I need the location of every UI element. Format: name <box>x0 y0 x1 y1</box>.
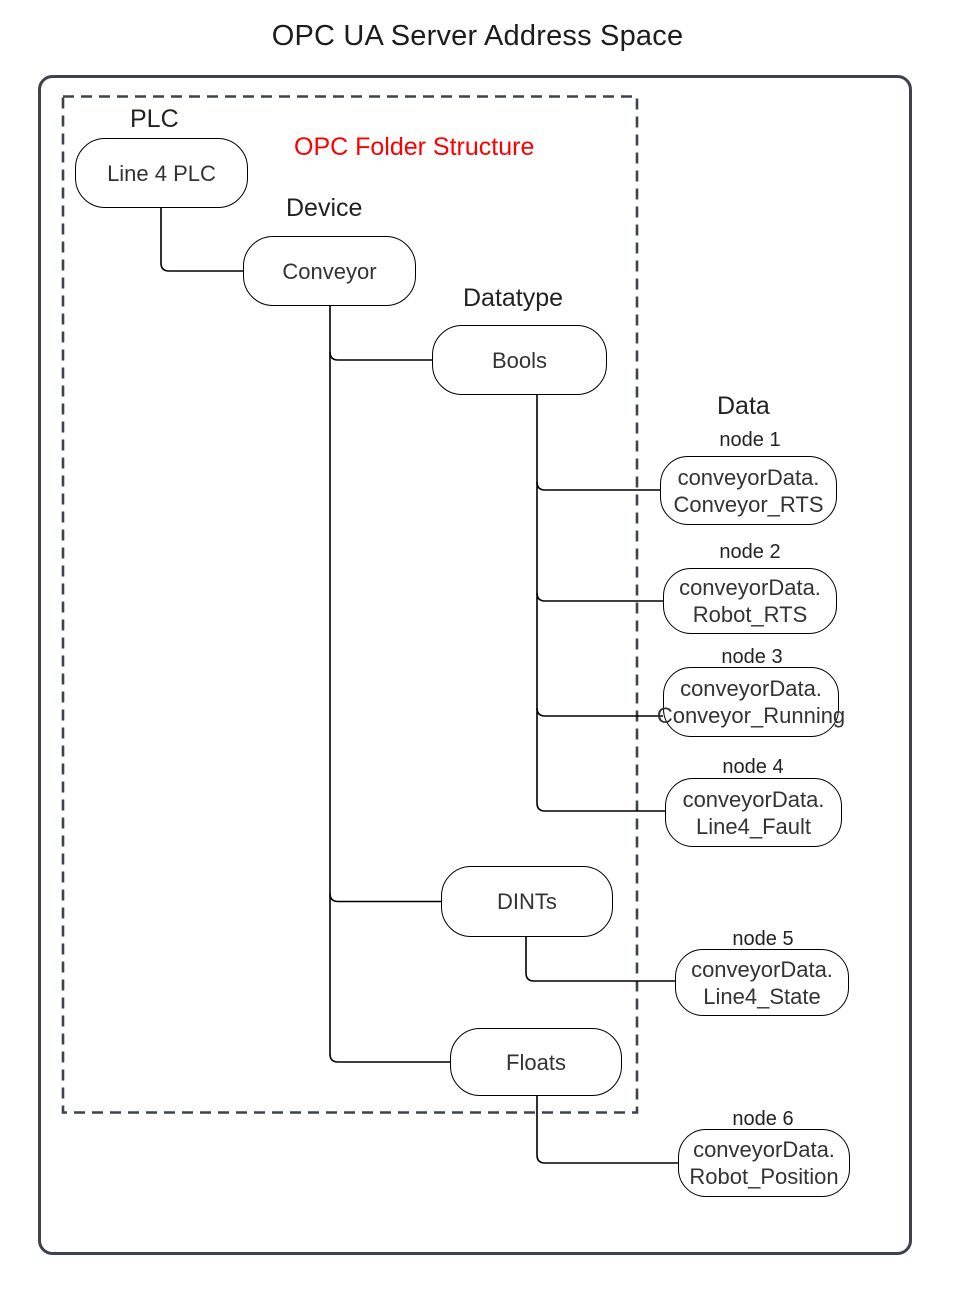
node-caption-3: node 3 <box>721 646 783 668</box>
node-text-line2: Conveyor_RTS <box>673 491 824 517</box>
data-node-3: conveyorData. Conveyor_Running <box>657 667 845 737</box>
node-text-line2: Conveyor_Running <box>656 703 846 728</box>
column-header-data: Data <box>717 392 770 420</box>
node-text-line2: Robot_Position <box>689 1164 839 1189</box>
folder-node-label: DINTs <box>497 889 557 914</box>
connector-bools-to-node1 <box>536 481 660 491</box>
column-header-device: Device <box>286 194 363 222</box>
folder-node-label: Floats <box>506 1049 566 1075</box>
node-caption-1: node 1 <box>719 429 781 451</box>
outer-frame <box>38 75 912 1255</box>
connector-dints-to-node5 <box>525 937 675 982</box>
connector-plc-to-conveyor <box>160 208 243 272</box>
connector-bools-trunk-to-node4 <box>536 394 665 812</box>
folder-node-conveyor: Conveyor <box>243 236 416 306</box>
folder-node-label: Conveyor <box>282 258 377 284</box>
diagram-title: OPC UA Server Address Space <box>271 20 684 52</box>
data-node-6: conveyorData. Robot_Position <box>678 1129 850 1197</box>
data-node-5: conveyorData. Line4_State <box>675 949 849 1016</box>
node-text-line2: Robot_RTS <box>692 602 808 627</box>
folder-node-dints: DINTs <box>441 866 613 937</box>
node-caption-4: node 4 <box>722 756 784 778</box>
connector-floats-to-node6 <box>536 1096 678 1164</box>
node-text-line1: conveyorData. <box>682 786 825 812</box>
folder-node-floats: Floats <box>450 1028 622 1096</box>
node-text-line1: conveyorData. <box>693 1137 835 1162</box>
node-caption-6: node 6 <box>732 1108 794 1130</box>
connector-conveyor-to-bools <box>329 351 432 361</box>
folder-node-label: Line 4 PLC <box>107 160 216 186</box>
data-node-1: conveyorData. Conveyor_RTS <box>660 456 837 525</box>
folder-structure-dashed-frame <box>61 95 639 1114</box>
node-text-line1: conveyorData. <box>677 464 820 490</box>
node-text-line1: conveyorData. <box>679 575 821 600</box>
folder-node-line-4-plc: Line 4 PLC <box>75 138 248 208</box>
annotation-opc-folder-structure: OPC Folder Structure <box>294 133 535 161</box>
node-text-line1: conveyorData. <box>691 956 833 982</box>
node-caption-5: node 5 <box>732 928 794 950</box>
data-node-4: conveyorData. Line4_Fault <box>665 778 842 847</box>
connector-bools-to-node2 <box>536 592 663 602</box>
node-text-line2: Line4_Fault <box>696 813 811 839</box>
connector-conveyor-trunk-to-floats <box>329 306 450 1063</box>
connector-bools-to-node3 <box>536 707 663 717</box>
connector-conveyor-to-dints <box>329 893 441 903</box>
folder-node-label: Bools <box>491 347 548 373</box>
folder-node-bools: Bools <box>432 325 607 395</box>
node-text-line1: conveyorData. <box>680 676 822 701</box>
column-header-plc: PLC <box>130 105 179 133</box>
column-header-datatype: Datatype <box>463 284 564 312</box>
node-text-line2: Line4_State <box>703 983 821 1009</box>
data-node-2: conveyorData. Robot_RTS <box>663 568 837 634</box>
node-caption-2: node 2 <box>719 541 781 563</box>
